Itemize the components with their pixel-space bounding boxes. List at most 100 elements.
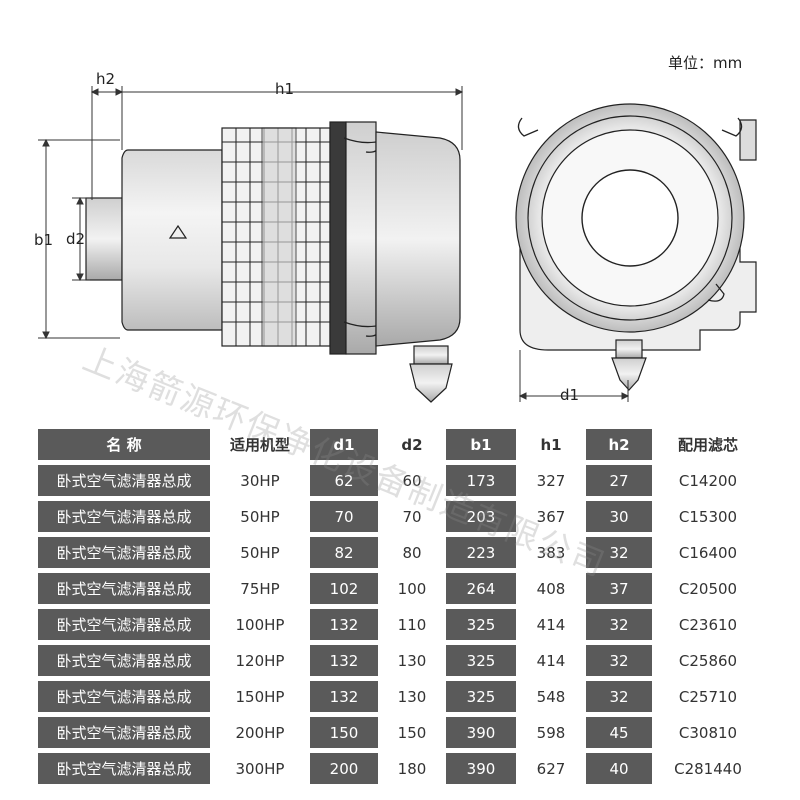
cell-h1: 383	[516, 537, 586, 568]
side-view	[38, 86, 464, 403]
cell-filter: C23610	[652, 609, 764, 640]
cell-b1: 264	[446, 573, 516, 604]
cell-b1: 223	[446, 537, 516, 568]
cell-filter: C25710	[652, 681, 764, 712]
cell-name: 卧式空气滤清器总成	[38, 501, 210, 532]
cell-b1: 390	[446, 753, 516, 784]
cell-d1: 82	[310, 537, 378, 568]
clamp-hook-bottom	[707, 283, 725, 302]
cell-model: 150HP	[210, 681, 310, 712]
cell-d1: 132	[310, 645, 378, 676]
table-header-row: 名 称 适用机型 d1 d2 b1 h1 h2 配用滤芯	[38, 429, 764, 460]
dust-valve-neck	[413, 345, 449, 365]
cell-name: 卧式空气滤清器总成	[38, 573, 210, 604]
cell-filter: C30810	[652, 717, 764, 748]
front-view	[515, 103, 757, 402]
clamp-hook-right	[721, 117, 743, 137]
cell-filter: C16400	[652, 537, 764, 568]
cell-d2: 80	[378, 537, 446, 568]
cell-name: 卧式空气滤清器总成	[38, 537, 210, 568]
clamp-hook-left	[517, 117, 539, 137]
dim-label-d2: d2	[66, 230, 85, 248]
cell-d2: 110	[378, 609, 446, 640]
cell-h1: 598	[516, 717, 586, 748]
cell-h2: 45	[586, 717, 652, 748]
dim-label-h2: h2	[96, 70, 115, 88]
cell-h1: 327	[516, 465, 586, 496]
cell-h2: 32	[586, 609, 652, 640]
cell-model: 50HP	[210, 501, 310, 532]
cell-h1: 414	[516, 609, 586, 640]
cell-name: 卧式空气滤清器总成	[38, 681, 210, 712]
cell-h2: 27	[586, 465, 652, 496]
cell-b1: 390	[446, 717, 516, 748]
cell-h1: 414	[516, 645, 586, 676]
dust-valve-neck-front	[615, 339, 643, 359]
cell-d1: 150	[310, 717, 378, 748]
housing-body	[121, 149, 223, 331]
cell-model: 120HP	[210, 645, 310, 676]
clamp-left	[329, 121, 347, 355]
cell-model: 30HP	[210, 465, 310, 496]
cell-h2: 32	[586, 645, 652, 676]
cell-d1: 200	[310, 753, 378, 784]
header-filter: 配用滤芯	[652, 429, 764, 460]
cell-name: 卧式空气滤清器总成	[38, 717, 210, 748]
cell-model: 75HP	[210, 573, 310, 604]
header-b1: b1	[446, 429, 516, 460]
dim-label-d1: d1	[560, 386, 579, 404]
cell-h1: 548	[516, 681, 586, 712]
dim-label-h1: h1	[275, 80, 294, 98]
cell-name: 卧式空气滤清器总成	[38, 645, 210, 676]
cell-d2: 130	[378, 645, 446, 676]
header-name: 名 称	[38, 429, 210, 460]
dust-valve-front	[611, 357, 647, 391]
cell-filter: C15300	[652, 501, 764, 532]
cell-model: 300HP	[210, 753, 310, 784]
center-band	[261, 127, 297, 347]
cell-d1: 102	[310, 573, 378, 604]
cell-d2: 150	[378, 717, 446, 748]
cell-filter: C25860	[652, 645, 764, 676]
cell-d2: 180	[378, 753, 446, 784]
direction-triangle-icon	[168, 224, 188, 239]
cell-name: 卧式空气滤清器总成	[38, 753, 210, 784]
cell-h2: 32	[586, 681, 652, 712]
dim-label-b1: b1	[34, 231, 53, 249]
cell-filter: C14200	[652, 465, 764, 496]
cell-h1: 367	[516, 501, 586, 532]
cell-h2: 37	[586, 573, 652, 604]
cell-b1: 325	[446, 609, 516, 640]
technical-drawing: h2 h1 b1 d2 d1	[34, 70, 757, 404]
cell-d2: 100	[378, 573, 446, 604]
cell-b1: 203	[446, 501, 516, 532]
front-dimension	[518, 350, 630, 402]
end-cap	[375, 131, 461, 347]
cell-name: 卧式空气滤清器总成	[38, 609, 210, 640]
cell-d1: 132	[310, 681, 378, 712]
cell-model: 100HP	[210, 609, 310, 640]
cell-d1: 62	[310, 465, 378, 496]
clamp-right	[345, 121, 377, 355]
mid-ring	[527, 115, 733, 321]
outlet-ring	[581, 169, 679, 267]
cell-filter: C20500	[652, 573, 764, 604]
mounting-flange	[739, 119, 757, 161]
dimension-lines	[38, 86, 464, 340]
dust-valve	[409, 363, 453, 403]
cell-h2: 30	[586, 501, 652, 532]
inlet-pipe	[85, 197, 123, 281]
cell-b1: 325	[446, 645, 516, 676]
cell-name: 卧式空气滤清器总成	[38, 465, 210, 496]
header-h1: h1	[516, 429, 586, 460]
